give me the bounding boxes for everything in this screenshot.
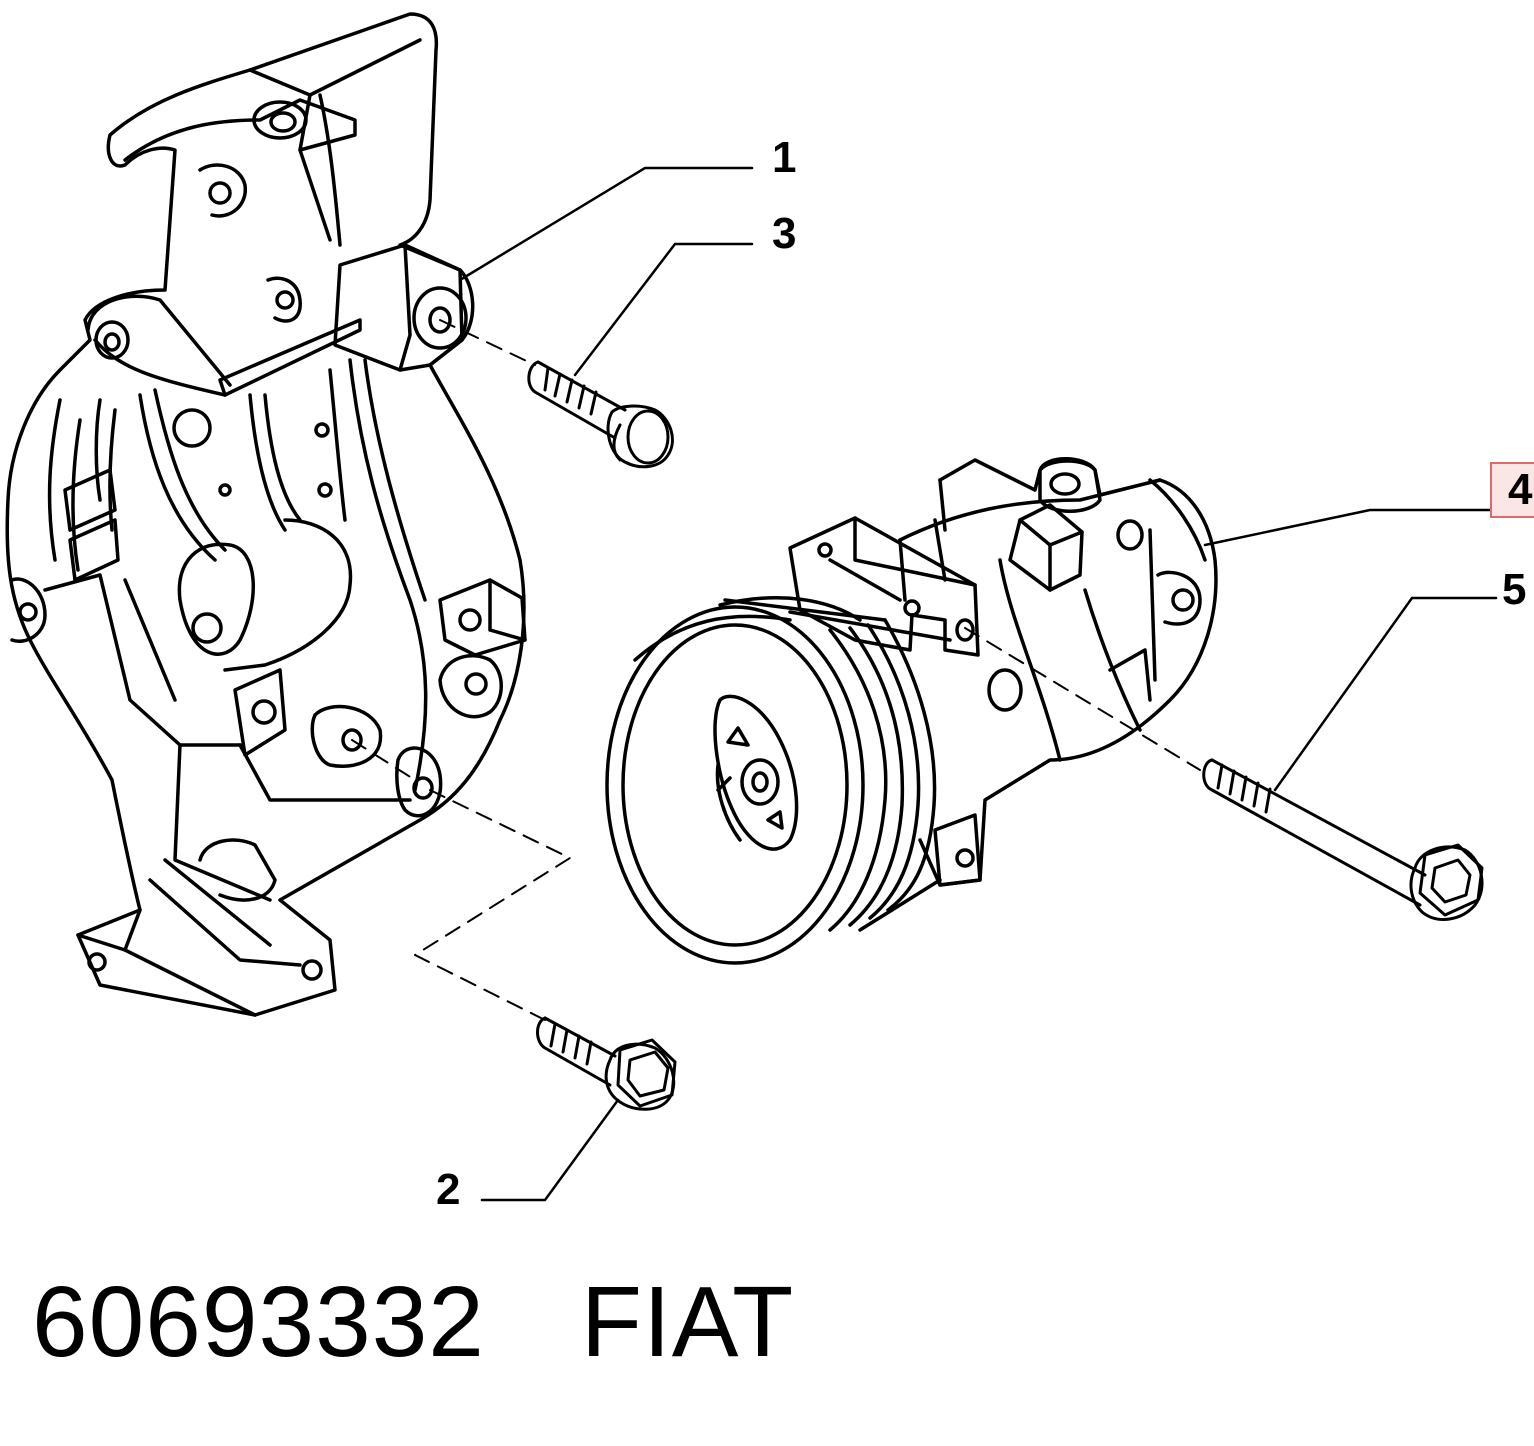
footer-caption: 60693332 FIAT bbox=[32, 1272, 794, 1382]
bolt-part-5 bbox=[1202, 758, 1484, 921]
assembly-dashed-lines bbox=[351, 319, 1201, 1021]
exploded-parts-diagram bbox=[5, 12, 1498, 1202]
brand-name: FIAT bbox=[580, 1266, 795, 1378]
bolt-part-3 bbox=[527, 360, 674, 469]
bracket-part-1 bbox=[5, 12, 527, 1017]
callout-5: 5 bbox=[1502, 565, 1527, 614]
leader-lines bbox=[458, 166, 1498, 1202]
callout-4: 4 bbox=[1490, 462, 1534, 518]
callout-2: 2 bbox=[436, 1165, 461, 1214]
part-number: 60693332 bbox=[32, 1266, 485, 1378]
bolt-part-2 bbox=[536, 1016, 677, 1111]
callout-3: 3 bbox=[772, 209, 797, 258]
compressor-part-4 bbox=[605, 457, 1218, 965]
callout-1: 1 bbox=[772, 133, 797, 182]
